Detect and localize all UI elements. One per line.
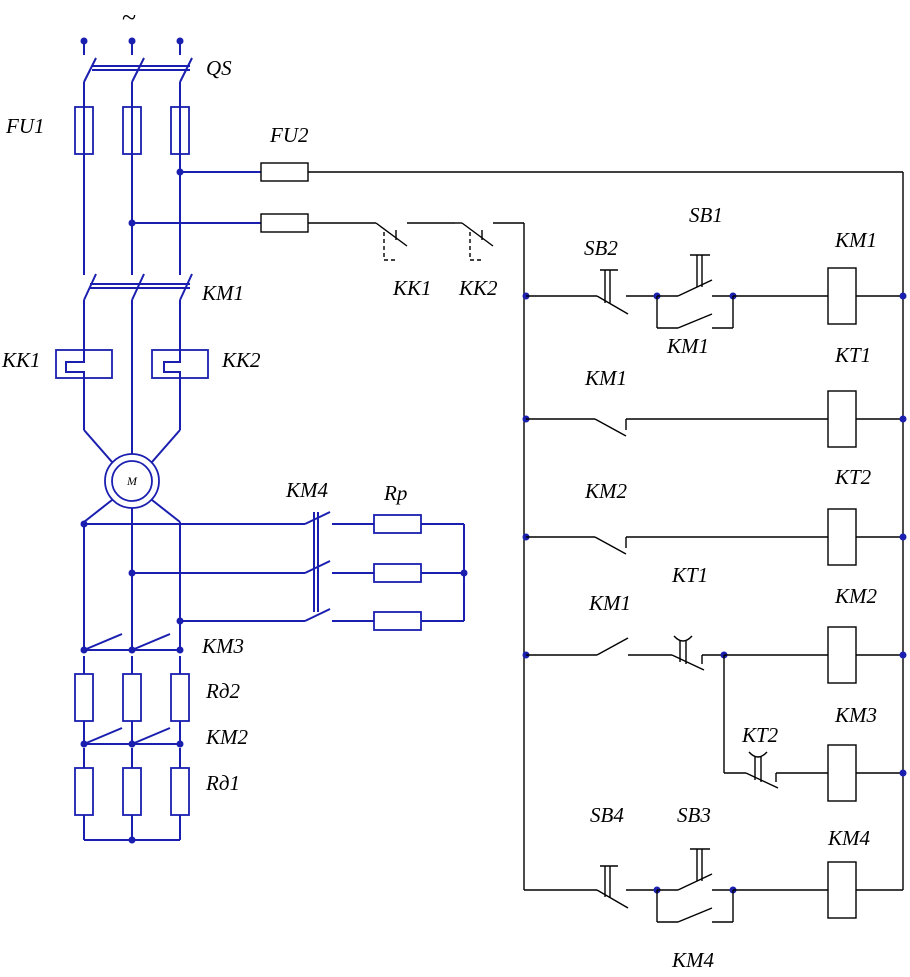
kt1-contact-label: KT1 xyxy=(671,563,708,587)
rd2-resistors xyxy=(74,673,190,722)
rp-resistors xyxy=(332,514,468,631)
km1-hold-label: KM1 xyxy=(666,334,709,358)
rung-kt1 xyxy=(522,390,907,448)
rung-km2 xyxy=(522,626,907,684)
km2-power-contacts xyxy=(78,726,190,748)
km4-power-label: KM4 xyxy=(285,478,329,502)
qs-label: QS xyxy=(206,56,232,80)
labels: ~ QS FU1 FU2 KM1 KK1 KK2 KM4 Rp KM3 Rд2 … xyxy=(1,3,878,972)
kt2-coil-label: KT2 xyxy=(834,465,872,489)
km4-coil-label: KM4 xyxy=(827,826,871,850)
sb4-label: SB4 xyxy=(590,803,624,827)
power-circuit: M xyxy=(55,37,468,844)
rung-km3 xyxy=(723,655,907,802)
rung-kt2 xyxy=(522,508,907,566)
sb2-label: SB2 xyxy=(584,236,618,260)
km4-power-contacts xyxy=(304,511,331,622)
kk1-contact xyxy=(352,222,455,261)
sb3-label: SB3 xyxy=(677,803,711,827)
motor: M xyxy=(104,453,160,509)
rd2-label: Rд2 xyxy=(205,679,240,703)
qs-switch xyxy=(83,57,193,83)
rp-label: Rp xyxy=(383,481,407,505)
kt2-contact-label: KT2 xyxy=(741,723,779,747)
supply-terminals xyxy=(80,37,184,55)
kk2-contact-label: KK2 xyxy=(458,276,498,300)
km4-hold-label: KM4 xyxy=(671,948,715,972)
rd1-resistors xyxy=(74,767,190,816)
rd1-label: Rд1 xyxy=(205,771,240,795)
rung-km4 xyxy=(524,848,903,923)
km2-contact-label: KM2 xyxy=(584,479,628,503)
km1-power-label: KM1 xyxy=(201,281,244,305)
motor-label: M xyxy=(126,474,138,488)
kt1-coil-label: KT1 xyxy=(834,343,871,367)
fu2-label: FU2 xyxy=(269,123,309,147)
control-feed xyxy=(128,162,904,890)
km1-power-contacts xyxy=(83,273,193,301)
kk2-contact xyxy=(455,222,524,261)
km2-coil-label: KM2 xyxy=(834,584,878,608)
kk1-contact-label: KK1 xyxy=(392,276,432,300)
supply-label: ~ xyxy=(122,3,136,32)
fu1-label: FU1 xyxy=(5,114,45,138)
km1-contact-b-label: KM1 xyxy=(588,591,631,615)
km3-power-contacts xyxy=(78,633,190,656)
km2-power-label: KM2 xyxy=(205,725,249,749)
kk1-heater-label: KK1 xyxy=(1,348,41,372)
sb1-label: SB1 xyxy=(689,203,723,227)
km1-coil-label: KM1 xyxy=(834,228,877,252)
km3-coil-label: KM3 xyxy=(834,703,877,727)
rung-km1 xyxy=(522,254,907,329)
kk1-heater xyxy=(55,349,113,379)
kk2-heater xyxy=(151,349,209,379)
km1-contact-label: KM1 xyxy=(584,366,627,390)
fu1-fuses xyxy=(74,106,190,155)
km3-power-label: KM3 xyxy=(201,634,244,658)
kk2-heater-label: KK2 xyxy=(221,348,261,372)
